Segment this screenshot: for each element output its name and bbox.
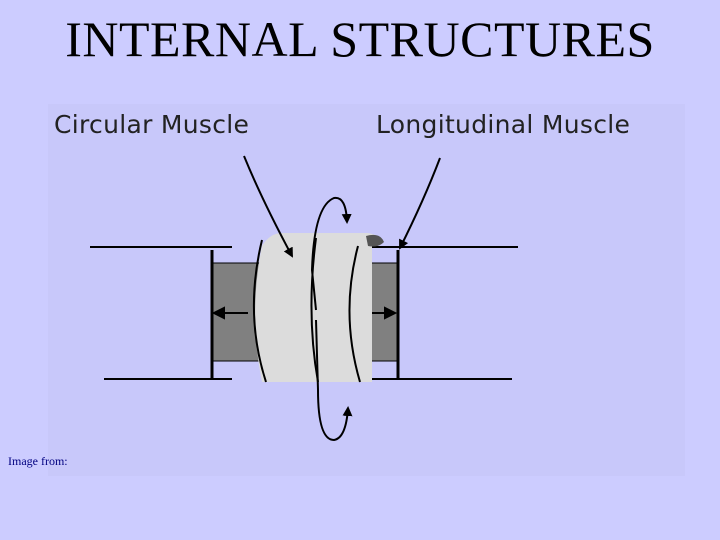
label-pointer-arrows <box>243 155 441 258</box>
circular-muscle-label: Circular Muscle <box>54 110 250 139</box>
image-credit: Image from: <box>8 454 68 468</box>
slide-title: INTERNAL STRUCTURES <box>65 11 655 67</box>
circular-rotation-arrows <box>310 196 353 442</box>
circular-muscle-pointer <box>243 155 293 258</box>
longitudinal-muscle-label: Longitudinal Muscle <box>376 110 631 139</box>
circular-muscle-band <box>252 233 384 383</box>
longitudinal-muscle-pointer <box>399 157 441 250</box>
